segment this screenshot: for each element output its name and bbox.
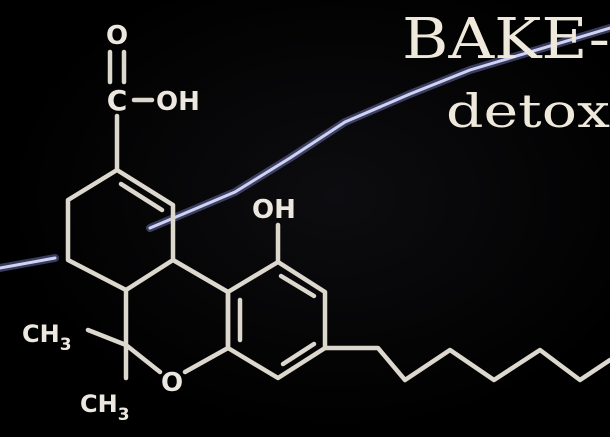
ring-a <box>65 167 176 293</box>
methyl-1-subscript: 3 <box>60 335 72 355</box>
methyl-bond-1 <box>85 327 129 348</box>
ring-oxygen-label: O <box>161 368 183 398</box>
ring-c-double-3 <box>280 341 317 367</box>
methyl-1-text: CH <box>22 320 60 348</box>
methyl-2-subscript: 3 <box>118 405 130 425</box>
light-streak <box>0 24 610 272</box>
heading: BAKE- detox <box>402 7 610 138</box>
carbonyl-oxygen-label: O <box>106 21 128 51</box>
carboxyl-oh-label: OH <box>156 87 200 117</box>
ring-a-double-bond <box>118 181 165 213</box>
bond-network <box>65 49 610 383</box>
pentyl-chain <box>322 345 610 383</box>
methyl-label-1: CH3 <box>22 320 72 355</box>
ring-c <box>225 259 328 381</box>
carboxyl-carbon-label: C <box>107 84 128 117</box>
ring-b-left <box>123 287 163 375</box>
heading-line-1: BAKE- <box>402 7 610 72</box>
heading-line-2: detox <box>446 84 610 138</box>
ring-c-double-2 <box>278 273 317 299</box>
phenol-oh-label: OH <box>252 195 296 225</box>
methyl-2-text: CH <box>80 390 118 418</box>
atom-labels: O C OH OH O CH3 CH3 <box>22 21 296 425</box>
ring-b <box>170 257 231 375</box>
methyl-label-2: CH3 <box>80 390 130 425</box>
